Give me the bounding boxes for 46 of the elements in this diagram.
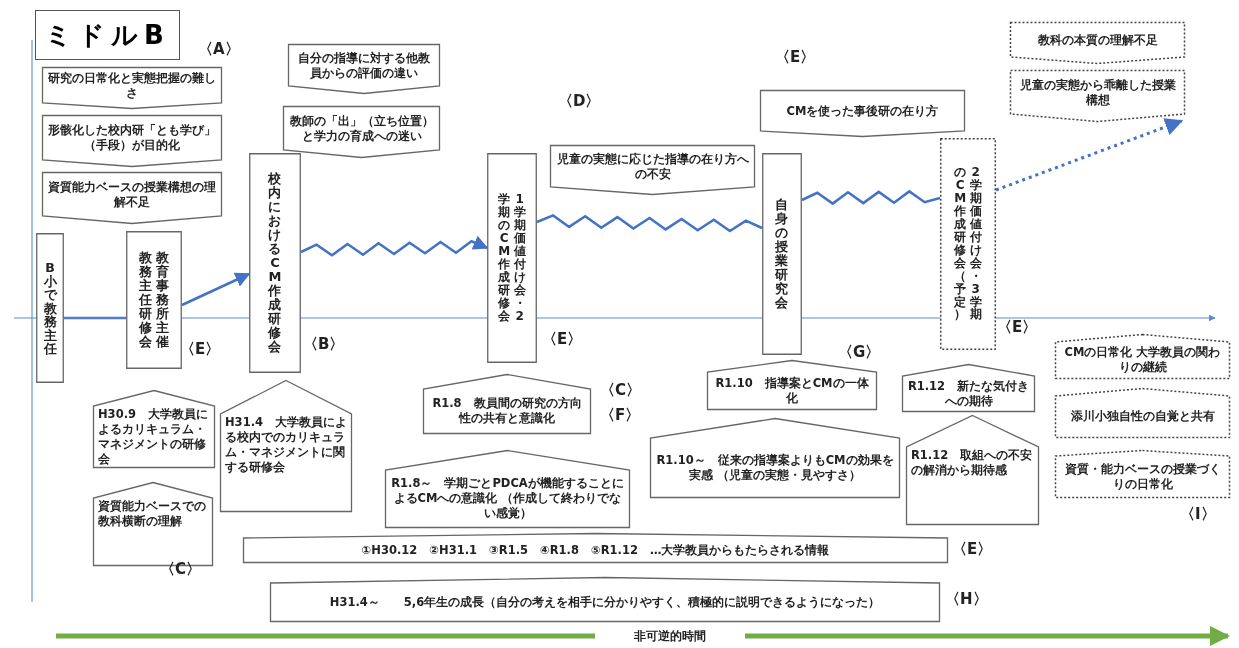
social-direction-arrow-box: 形骸化した校内研「とも学び」（手段）が目的化	[42, 115, 222, 167]
category-marker: 〈C〉	[600, 381, 641, 400]
category-marker: 〈E〉	[952, 540, 993, 559]
social-guidance-arrow-box: R1.12 取組への不安の解消から期待感	[906, 415, 1039, 525]
event-box: 教育事務所主催教務主任研修会	[126, 231, 182, 369]
social-direction-arrow-box: 児童の実態に応じた指導の在り方への不安	[550, 145, 755, 195]
category-marker: 〈E〉	[997, 318, 1038, 337]
anticipated-guidance-arrow-box: 添川小独自性の自覚と共有	[1055, 388, 1230, 438]
category-marker: 〈I〉	[1180, 505, 1216, 524]
social-direction-arrow-box: 教師の「出」（立ち位置）と学力の育成への迷い	[283, 106, 440, 158]
category-marker: 〈E〉	[542, 330, 583, 349]
social-guidance-arrow-box: R1.8 教員間の研究の方向性の共有と意識化	[423, 374, 591, 434]
category-marker: 〈H〉	[945, 590, 988, 609]
category-marker: 〈B〉	[303, 335, 345, 354]
social-direction-arrow-box: 自分の指導に対する他教員からの評価の違い	[288, 44, 440, 94]
social-guidance-arrow-box: ①H30.12 ②H31.1 ③R1.5 ④R1.8 ⑤R1.12 …大学教員からもたらされる情報	[243, 533, 948, 563]
arrow	[995, 118, 1184, 192]
connector-line	[536, 214, 763, 233]
event-box: 自身の授業研究会	[762, 153, 802, 355]
category-marker: 〈E〉	[180, 340, 221, 359]
category-marker: 〈F〉	[600, 406, 641, 425]
anticipated-guidance-arrow-box: 資質・能力ベースの授業づくりの日常化	[1055, 450, 1230, 498]
social-guidance-arrow-box: H31.4～ 5,6年生の成長（自分の考えを相手に分かりやすく、積極的に説明できるようになった）	[270, 577, 940, 622]
event-box: 校内におけるCM作成研修会	[249, 153, 301, 373]
social-guidance-arrow-box: R1.8～ 学期ごとPDCAが機能することによるCMへの意識化 （作成して終わりでない感覚）	[385, 450, 630, 528]
social-direction-arrow-box: CMを使った事後研の在り方	[760, 90, 965, 137]
title: ミドルB	[35, 10, 180, 60]
social-direction-arrow-box: 資質能力ベースの授業構想の理解不足	[42, 172, 222, 224]
axis-label: 非可逆的時間	[633, 628, 707, 645]
category-marker: 〈A〉	[198, 40, 240, 59]
anticipated-direction-arrow-box: 教科の本質の理解不足	[1010, 22, 1185, 64]
planned-event-box: 2学期価値付け会・3学期のCM作成研修会（予定）	[940, 138, 996, 350]
event-box: 1学期価値付け会・2学期のCM作成研修会	[487, 153, 537, 363]
social-guidance-arrow-box: H31.4 大学教員による校内でのカリキュラム・マネジメントに関する研修会	[220, 380, 352, 512]
social-direction-arrow-box: 研究の日常化と実態把握の難しさ	[42, 67, 222, 109]
category-marker: 〈G〉	[838, 343, 881, 362]
social-guidance-arrow-box: R1.12 新たな気付きへの期待	[902, 364, 1035, 412]
event-box: B小で教務主任	[36, 233, 64, 383]
social-guidance-arrow-box: H30.9 大学教員によるカリキュラム・マネジメントの研修会	[93, 390, 215, 468]
category-marker: 〈D〉	[558, 92, 601, 111]
connector-line	[801, 189, 941, 206]
category-marker: 〈E〉	[775, 48, 816, 67]
social-guidance-arrow-box: R1.10 指導案とCMの一体化	[707, 360, 877, 410]
anticipated-guidance-arrow-box: CMの日常化 大学教員の関わりの継続	[1055, 334, 1230, 379]
social-guidance-arrow-box: R1.10～ 従来の指導案よりもCMの効果を実感 （児童の実態・見やすさ）	[650, 418, 900, 498]
anticipated-direction-arrow-box: 児童の実態から乖離した授業構想	[1010, 70, 1185, 122]
